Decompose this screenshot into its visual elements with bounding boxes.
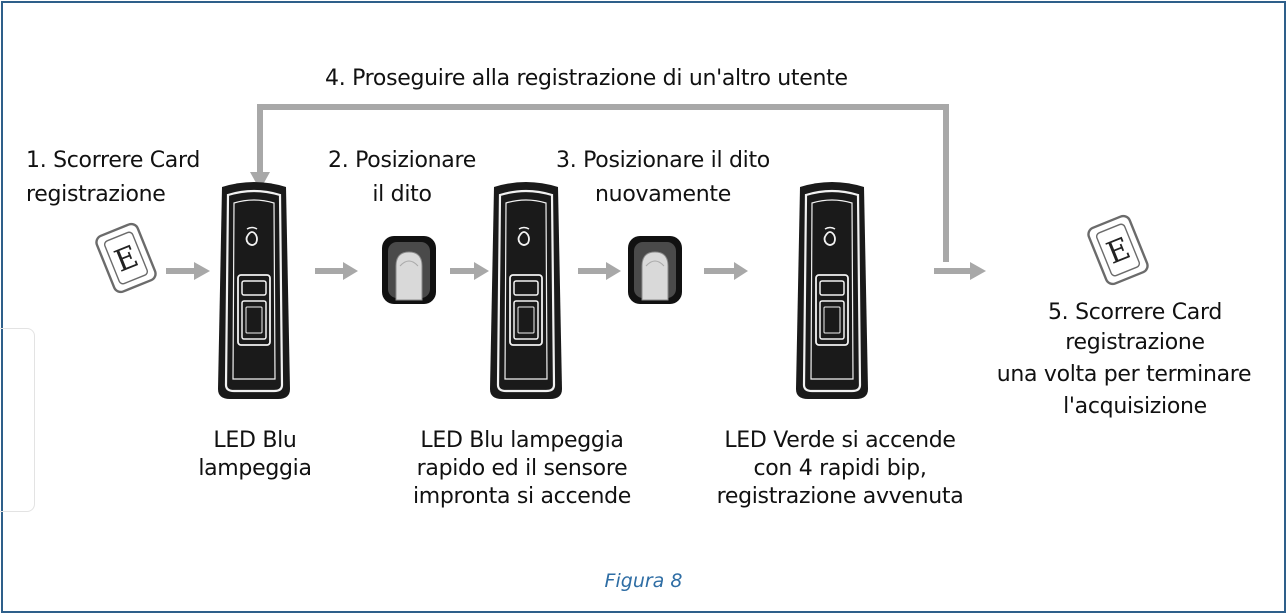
step1-line-2: registrazione (26, 182, 166, 207)
step5-line-2: registrazione (1065, 330, 1205, 355)
finger-sensor-1 (381, 235, 437, 305)
step2-line-1: 2. Posizionare (328, 148, 476, 173)
device2-line-3: impronta si accende (412, 484, 632, 509)
step2-line-2: il dito (372, 182, 432, 207)
step3-line-1: 3. Posizionare il dito (556, 148, 770, 173)
device3-line-3: registrazione avvenuta (716, 484, 964, 509)
flow-arrows (166, 262, 986, 280)
device2-line-2: rapido ed il sensore (416, 456, 628, 481)
loop-label: 4. Proseguire alla registrazione di un'a… (325, 66, 848, 91)
loop-arrowhead (250, 172, 270, 190)
device2-line-1: LED Blu lampeggia (420, 428, 624, 453)
partial-panel (0, 328, 35, 512)
device3-line-2: con 4 rapidi bip, (753, 456, 927, 481)
loop-arrow (257, 104, 949, 262)
device1-line-1: LED Blu (213, 428, 297, 453)
card-icon-left: E (93, 220, 159, 296)
reader-device-1 (216, 180, 292, 401)
figure-caption: Figura 8 (604, 570, 683, 592)
reader-device-2 (488, 180, 564, 401)
device1-line-2: lampeggia (198, 456, 312, 481)
step3-line-2: nuovamente (595, 182, 731, 207)
card-icon-right: E (1085, 212, 1151, 288)
reader-device-3 (794, 180, 870, 401)
step5-line-3: una volta per terminare (996, 362, 1252, 387)
device3-line-1: LED Verde si accende (724, 428, 956, 453)
step5-line-1: 5. Scorrere Card (1047, 300, 1222, 325)
finger-sensor-2 (627, 235, 683, 305)
step5-line-4: l'acquisizione (1063, 394, 1207, 419)
step1-line-1: 1. Scorrere Card (26, 148, 201, 173)
